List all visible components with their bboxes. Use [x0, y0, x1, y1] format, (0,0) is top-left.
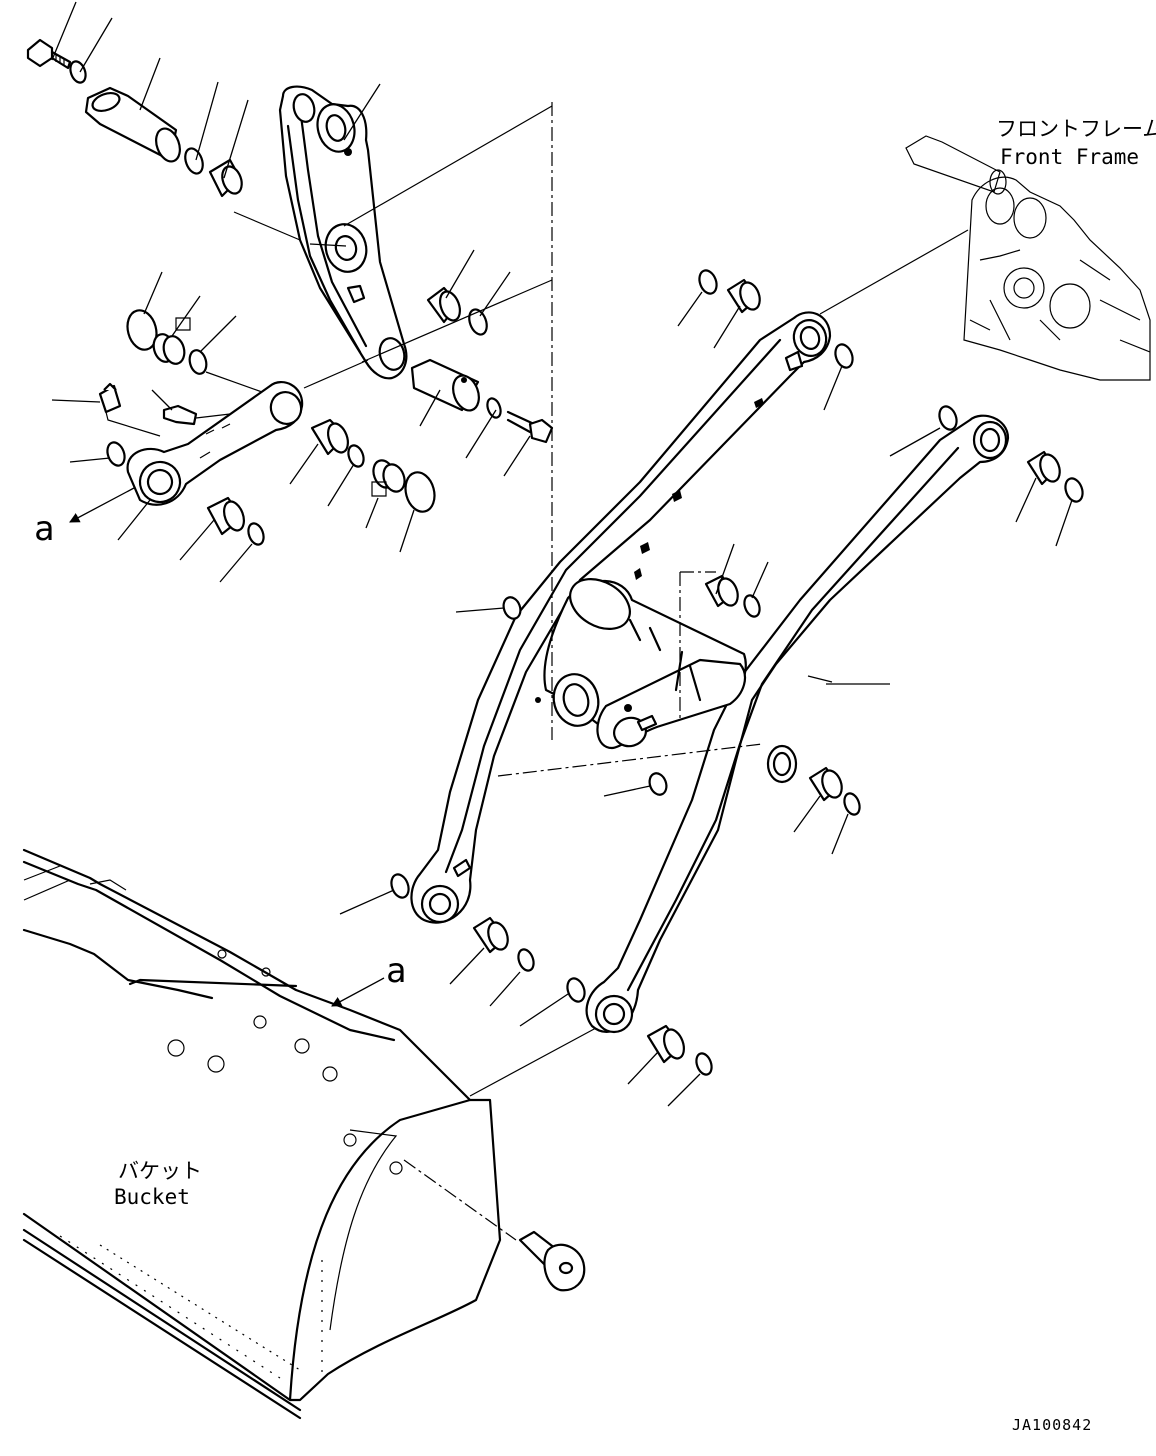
drawing-code: JA100842: [1012, 1416, 1092, 1434]
link-bushing-left: [206, 496, 245, 536]
arm-lower-ring-left-b: [517, 948, 535, 972]
lift-arm-right: [585, 414, 1010, 1034]
top-washer: [69, 60, 87, 84]
link: [126, 380, 304, 506]
arm-top-ring-a: [698, 269, 718, 295]
front-frame-label-en: Front Frame: [1000, 145, 1139, 169]
arm-top-ring-b: [834, 343, 854, 369]
arm-mid-bushing: [808, 766, 843, 802]
grease-fitting-2: [162, 404, 231, 426]
bellcrank-ring: [468, 308, 488, 336]
link-dust-seal: [404, 471, 436, 513]
front-frame: [905, 135, 1151, 381]
link-seal-1: [126, 309, 158, 351]
ref-a-left: a: [34, 509, 54, 549]
arm-right-ring-b: [1064, 477, 1084, 503]
arm-lower-ring-right: [566, 977, 586, 1003]
ref-a-right: a: [386, 951, 406, 991]
arm-lower-ring-left: [390, 873, 410, 899]
link-ring-left: [106, 441, 126, 467]
link-ring-left-b: [247, 522, 265, 546]
link-bushing-right: [310, 418, 349, 456]
top-bolt: [26, 38, 72, 70]
link-seal-3: [162, 335, 186, 365]
bellcrank-lower-pin: [410, 358, 480, 412]
bellcrank-lower-washer: [486, 397, 502, 419]
arm-ring-mid-left: [502, 596, 522, 620]
arm-lower-bushing-right: [646, 1024, 685, 1064]
lift-arm-left: [410, 311, 832, 924]
arm-right-bushing: [1026, 450, 1061, 486]
cross-ring: [743, 594, 761, 618]
bucket: [22, 848, 502, 1420]
link-ring-top: [188, 349, 208, 375]
bellcrank: [278, 83, 408, 380]
grease-fitting-1: [98, 382, 161, 437]
bellcrank-bushing: [426, 286, 461, 324]
arm-lower-bushing-left: [472, 916, 509, 954]
bellcrank-lower-bolt: [506, 410, 554, 444]
bucket-label-en: Bucket: [114, 1185, 190, 1209]
bucket-pin: [518, 1230, 586, 1292]
arm-ring-lower: [648, 772, 668, 796]
cross-bushing: [704, 574, 739, 608]
arm-mid-ring: [843, 792, 861, 816]
front-frame-label-ja: フロントフレーム: [996, 117, 1156, 141]
top-ring-1: [184, 147, 204, 175]
bucket-label-ja: バケット: [118, 1159, 202, 1183]
cross-tube: [543, 578, 747, 750]
top-pin: [84, 86, 181, 163]
link-ring-right: [347, 444, 365, 468]
arm-top-bushing: [726, 278, 761, 314]
arm-lower-ring-right-b: [695, 1052, 713, 1076]
arm-right-ring-a: [938, 405, 958, 431]
